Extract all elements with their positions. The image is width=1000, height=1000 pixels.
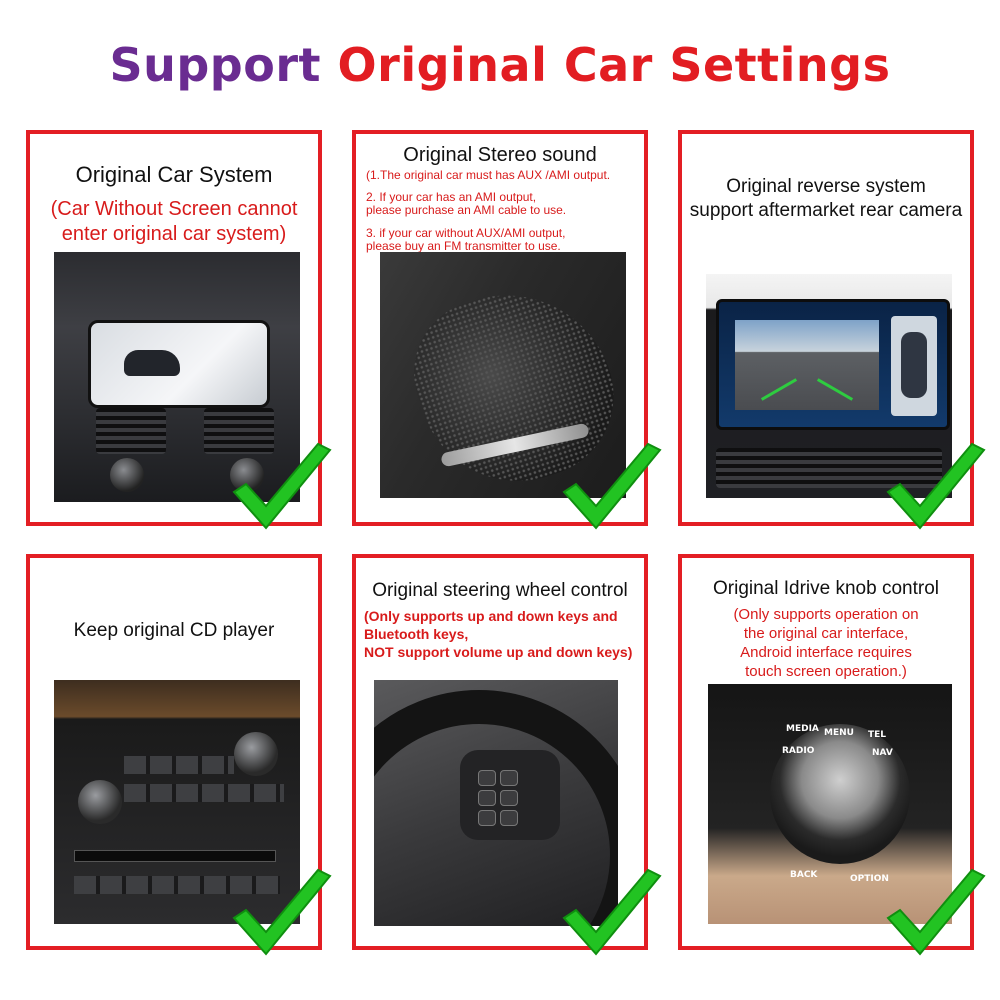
panel-original-car-system: Original Car System (Car Without Screen … [26,130,322,526]
panel-title-line: Original reverse system [726,176,926,197]
infotainment-screen [716,299,950,430]
cd-slot [74,850,276,862]
idrive-key-media: MEDIA [786,724,819,734]
idrive-key-tel: TEL [868,730,887,740]
panel-title: Original Idrive knob control [713,578,939,599]
car-icon [124,350,180,376]
panel-note-line: please buy an FM transmitter to use. [366,239,561,253]
checkmark-icon [562,868,662,956]
page-headline: Support Original Car Settings [0,38,1000,92]
panel-title: Original steering wheel control [372,580,628,601]
car-top-icon [901,332,927,398]
panel-note-line: 2. If your car has an AMI output, [366,190,537,204]
panel-note-line: (Only supports up and down keys and [364,608,618,624]
panel-note-line: (Car Without Screen cannot [50,198,298,220]
idrive-key-menu: MENU [824,728,854,738]
headline-part2: Original Car Settings [337,38,891,92]
panel-note-line: Android interface requires [740,644,912,661]
climate-knob [234,732,278,776]
rear-camera-view [735,320,879,410]
idrive-key-radio: RADIO [782,746,815,756]
air-vent [716,448,942,488]
steering-button [500,790,518,806]
head-unit-photo [54,252,300,502]
steering-button [500,810,518,826]
air-vent [96,408,166,454]
control-knob [110,458,144,492]
button-row [124,784,284,802]
idrive-key-option: OPTION [850,874,889,884]
panel-note-line: the original car interface, [743,625,909,642]
headline-part1: Support [109,38,322,92]
button-row [74,876,280,894]
panel-note-line: (Only supports operation on [733,606,919,623]
steering-button [478,810,496,826]
panel-note-line: enter original car system) [61,223,287,245]
panel-note-line: please purchase an AMI cable to use. [366,203,567,217]
idrive-key-back: BACK [790,870,818,880]
button-row [124,756,234,774]
speaker-photo [380,252,626,498]
steering-button [500,770,518,786]
steering-button [478,790,496,806]
idrive-key-nav: NAV [872,748,893,758]
checkmark-icon [886,442,986,530]
camera-screen-photo [706,274,952,498]
panel-title: Original Stereo sound [403,144,597,166]
panel-original-stereo-sound: Original Stereo sound (1.The original ca… [352,130,648,526]
panel-title-line: support aftermarket rear camera [689,200,963,221]
checkmark-icon [562,442,662,530]
panel-note-line: touch screen operation.) [745,663,907,680]
panel-steering-wheel-control: Original steering wheel control (Only su… [352,554,648,950]
idrive-knob-photo: MEDIA MENU TEL RADIO NAV BACK OPTION [708,684,952,924]
panel-note-line: NOT support volume up and down keys) [364,644,633,660]
panel-title: Original Car System [75,162,273,187]
air-vent [204,408,274,454]
panel-note-line: Bluetooth keys, [364,626,469,642]
panel-idrive-knob-control: Original Idrive knob control (Only suppo… [678,554,974,950]
steering-wheel-photo [374,680,618,926]
panel-original-reverse-system: Original reverse system support aftermar… [678,130,974,526]
panel-keep-cd-player: Keep original CD player [26,554,322,950]
panel-title: Keep original CD player [73,620,275,641]
panel-note-line: (1.The original car must has AUX /AMI ou… [366,168,611,182]
panel-note-line: 3. if your car without AUX/AMI output, [366,226,566,240]
idrive-knob [770,724,910,864]
cd-player-photo [54,680,300,924]
checkmark-icon [232,442,332,530]
checkmark-icon [886,868,986,956]
checkmark-icon [232,868,332,956]
steering-button [478,770,496,786]
climate-knob [78,780,122,824]
